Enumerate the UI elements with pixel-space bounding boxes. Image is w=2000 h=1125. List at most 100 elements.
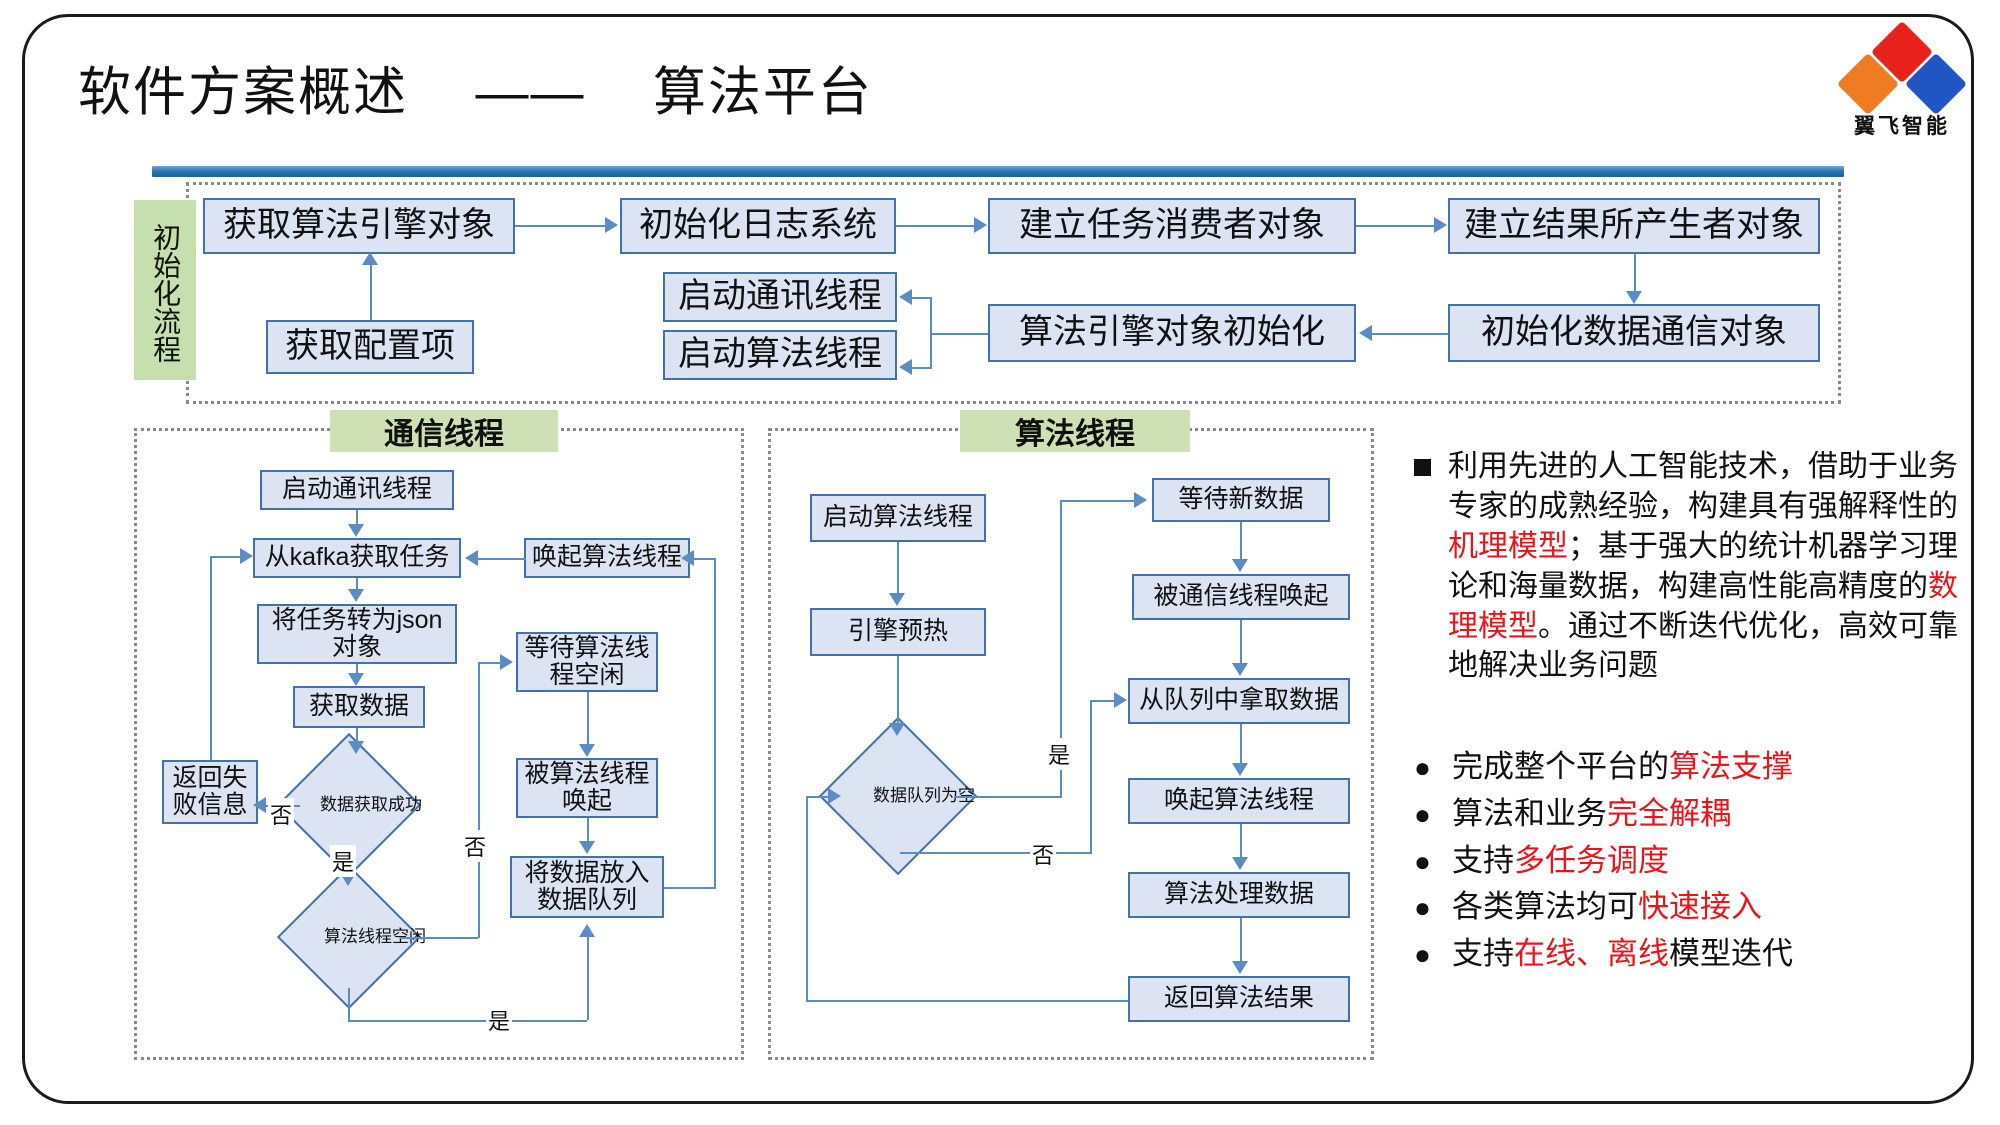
algo-box-dequeue[interactable]: 从队列中拿取数据	[1128, 678, 1350, 724]
para-seg-2: ；基于强大的统计机器学习理论和海量数据，构建高性能高精度的	[1448, 529, 1958, 603]
algo-box-wake-algo[interactable]: 唤起算法线程	[1128, 778, 1350, 824]
init-box-engine-init[interactable]: 算法引擎对象初始化	[988, 304, 1356, 362]
feature-bullet-list: ● 完成整个平台的算法支撑 ● 算法和业务完全解耦 ● 支持多任务调度 ● 各类…	[1414, 748, 1974, 982]
edge-d1-no-up	[1090, 700, 1092, 854]
arrow-b8-to-b9	[1626, 291, 1642, 304]
edge-b9-to-b7	[1372, 333, 1448, 335]
init-box-get-engine[interactable]: 获取算法引擎对象	[203, 198, 515, 254]
comm-box-task-to-json[interactable]: 将任务转为json对象	[257, 604, 457, 664]
edge-d2-yes-up	[587, 936, 589, 1020]
edge-waitnew-down	[1240, 522, 1242, 560]
edge-b2-to-b1	[370, 264, 372, 320]
arrow-kafka-down	[348, 589, 364, 602]
edge-enqueue-to-wake	[694, 558, 714, 560]
list-item: ● 算法和业务完全解耦	[1414, 795, 1974, 834]
init-box-start-comm-thread[interactable]: 启动通讯线程	[663, 272, 897, 322]
li4-seg0: 支持	[1452, 936, 1514, 971]
edge-split-vert	[930, 297, 932, 369]
li3-seg1: 快速接入	[1638, 889, 1762, 925]
comm-thread-title: 通信线程	[330, 410, 558, 452]
li0-seg1: 算法支撑	[1669, 749, 1793, 784]
para-seg-4: 。通过不断迭代优化，高效可靠地解决业务问题	[1448, 609, 1958, 683]
bullet-icon: ●	[1414, 939, 1431, 970]
edge-b3-to-b6	[896, 225, 974, 227]
li0-seg0: 完成整个平台的	[1452, 749, 1669, 784]
comm-decision-algo-idle[interactable]: 算法线程空闲	[276, 864, 426, 1010]
bullet-icon: ●	[1414, 752, 1431, 783]
li4-seg1: 在线、离线	[1514, 936, 1669, 971]
init-box-create-task-consumer[interactable]: 建立任务消费者对象	[988, 198, 1356, 254]
summary-paragraph: 利用先进的人工智能技术，借助于业务专家的成熟经验，构建具有强解释性的机理模型；基…	[1448, 447, 1958, 686]
li1-seg1: 完全解耦	[1607, 795, 1731, 831]
list-item-text: 完成整个平台的算法支撑	[1452, 748, 1793, 787]
edge-split-to-b4	[912, 297, 932, 299]
edge-b1-to-b3	[515, 225, 605, 227]
page-title-right: 算法平台	[652, 63, 873, 122]
comm-decision-fetch-success[interactable]: 数据获取成功	[276, 732, 422, 878]
company-logo: 翼飞智能	[1836, 20, 1968, 138]
edge-process-down	[1240, 918, 1242, 962]
algo-box-start[interactable]: 启动算法线程	[810, 494, 986, 542]
algo-decision-queue-empty[interactable]: 数据队列为空	[818, 716, 978, 876]
algo-box-return-result[interactable]: 返回算法结果	[1128, 976, 1350, 1022]
edge-json-down	[356, 664, 358, 674]
logo-text: 翼飞智能	[1854, 115, 1950, 138]
arrow-d1-to-fail	[253, 797, 266, 813]
edge-label-d1-yes: 是	[330, 845, 357, 877]
algo-thread-title: 算法线程	[960, 410, 1190, 452]
edge-wake-to-kafka	[478, 558, 526, 560]
list-item-text: 支持多任务调度	[1452, 842, 1669, 881]
edge-waitidle-up-seg	[478, 662, 480, 762]
init-box-init-log[interactable]: 初始化日志系统	[620, 198, 896, 254]
comm-box-get-data[interactable]: 获取数据	[293, 686, 425, 728]
para-seg-3: 数理模型	[1448, 569, 1958, 643]
edge-label-algo-no: 否	[1030, 838, 1057, 870]
init-box-get-config[interactable]: 获取配置项	[266, 320, 474, 374]
edge-d2-no-right	[400, 937, 478, 939]
edge-d2-yes-down	[348, 988, 350, 1022]
algo-box-process-data[interactable]: 算法处理数据	[1128, 872, 1350, 918]
bullet-icon: ●	[1414, 892, 1431, 924]
arrow-getdata-down	[348, 741, 364, 754]
comm-box-wake-algo[interactable]: 唤起算法线程	[524, 538, 690, 578]
bullet-icon: ●	[1414, 798, 1431, 830]
arrow-b3-to-b6	[974, 217, 987, 233]
comm-decision-fetch-success-label: 数据获取成功	[320, 795, 422, 815]
comm-box-start[interactable]: 启动通讯线程	[260, 470, 454, 510]
comm-box-kafka-fetch[interactable]: 从kafka获取任务	[253, 538, 461, 578]
arrow-commstart-down	[348, 524, 364, 537]
comm-box-return-fail[interactable]: 返回失败信息	[162, 760, 258, 824]
edge-d2-yes-right	[348, 1020, 587, 1022]
algo-box-wait-new-data[interactable]: 等待新数据	[1152, 478, 1330, 522]
edge-b7-to-split	[930, 333, 988, 335]
edge-woken-to-enqueue	[587, 818, 589, 842]
edge-fail-up	[210, 556, 212, 760]
arrow-warm-down	[889, 723, 905, 736]
comm-box-woken-by-algo[interactable]: 被算法线程唤起	[516, 758, 658, 818]
list-item-text: 各类算法均可快速接入	[1452, 888, 1762, 927]
list-item-text: 算法和业务完全解耦	[1452, 795, 1731, 834]
edge-commstart-down	[356, 510, 358, 526]
init-box-init-data-comm[interactable]: 初始化数据通信对象	[1448, 304, 1820, 362]
edge-split-to-b5	[912, 367, 932, 369]
algo-box-warmup[interactable]: 引擎预热	[810, 608, 986, 656]
arrow-algostart-down	[889, 593, 905, 606]
arrow-wake-to-kafka	[465, 550, 478, 566]
list-item: ● 完成整个平台的算法支撑	[1414, 748, 1974, 787]
edge-wakealgo-down	[1240, 824, 1242, 858]
algo-box-woken-by-comm[interactable]: 被通信线程唤起	[1132, 574, 1350, 620]
comm-box-enqueue-data[interactable]: 将数据放入数据队列	[510, 856, 664, 918]
edge-d1-yes-up	[1060, 500, 1062, 798]
edge-b6-to-b8	[1356, 225, 1434, 227]
comm-box-wait-algo-idle[interactable]: 等待算法线程空闲	[516, 632, 658, 692]
algo-decision-queue-empty-label: 数据队列为空	[873, 786, 975, 806]
arrow-waitidle-to-woken	[579, 744, 595, 757]
page-title: 软件方案概述 —— 算法平台	[78, 50, 873, 126]
arrow-json-down	[348, 673, 364, 686]
arrow-fail-to-kafka	[240, 548, 253, 564]
li3-seg0: 各类算法均可	[1452, 889, 1638, 925]
init-box-create-result-producer[interactable]: 建立结果所产生者对象	[1448, 198, 1820, 254]
arrow-woken-down	[1232, 663, 1248, 676]
init-box-start-algo-thread[interactable]: 启动算法线程	[663, 330, 897, 380]
arrow-b9-to-b7	[1359, 325, 1372, 341]
